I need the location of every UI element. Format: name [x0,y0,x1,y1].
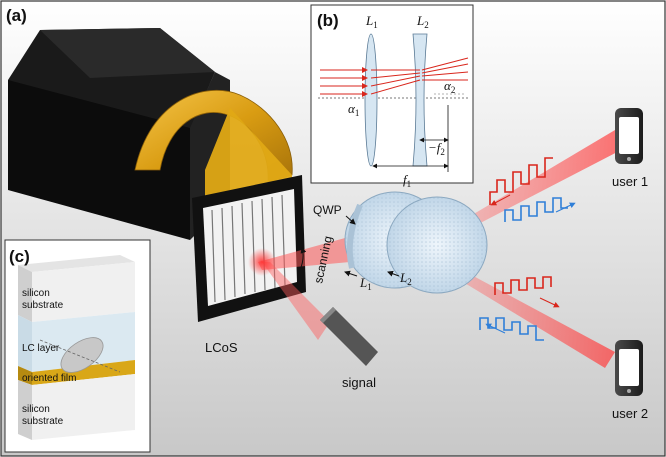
inset-c-silicon-bottom-1: silicon [22,404,50,415]
signal-source [320,307,378,366]
panel-label-a: (a) [6,6,27,25]
panel-label-b: (b) [317,11,339,30]
qwp-label: QWP [313,203,342,217]
user1-label: user 1 [612,174,648,189]
lcos-label: LCoS [205,340,238,355]
lens-l2-label: L2 [399,270,412,287]
black-box-device [8,28,230,240]
inset-c-lc-layer: LC layer [22,343,60,354]
panel-label-c: (c) [9,247,30,266]
optical-beams [248,130,625,368]
inset-c [4,239,151,453]
inset-b-f2: −f2 [428,140,445,157]
inset-c-silicon-top-2: substrate [22,300,64,311]
inset-b-alpha2: α2 [444,78,455,95]
inset-c-silicon-top-1: silicon [22,288,50,299]
inset-b-alpha1: α1 [348,101,359,118]
lcos-panel [192,175,306,322]
user2-phone-icon [615,340,643,396]
inset-b-f1: f1 [403,172,411,189]
user1-signal-waves [489,157,576,222]
inset-c-oriented-film: oriented film [22,373,76,384]
annotation-arrows [299,215,400,277]
inset-c-silicon-bottom-2: substrate [22,416,64,427]
inset-b [310,4,474,184]
user2-signal-waves [479,276,560,341]
signal-label: signal [342,375,376,390]
inset-b-l1: L1 [365,13,378,30]
user2-label: user 2 [612,406,648,421]
lens-pair [344,191,488,294]
user1-phone-icon [615,108,643,164]
lens-l1-label: L1 [359,275,372,292]
inset-b-l2: L2 [416,13,429,30]
